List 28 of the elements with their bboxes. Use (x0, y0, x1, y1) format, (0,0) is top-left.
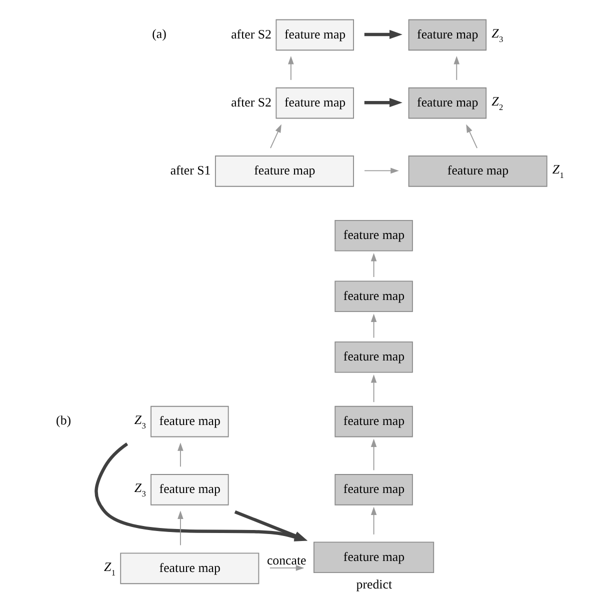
arrow (270, 124, 281, 149)
arrow (370, 252, 376, 278)
arrow (269, 565, 304, 571)
node-label: Z$_{3}$ (134, 481, 146, 499)
arrow (177, 442, 183, 468)
node-label: Z$_{3}$ (134, 413, 146, 431)
arrow (364, 168, 398, 174)
arrow (177, 510, 183, 546)
node-label: predict (356, 577, 392, 592)
arrow (466, 124, 478, 149)
arrow (453, 56, 460, 80)
arrow (370, 506, 376, 535)
node-label: after S1 (170, 164, 210, 178)
node-label: Z$_{1}$ (552, 162, 564, 180)
node-label: Z$_{1}$ (104, 560, 116, 578)
node-label: after S2 (230, 27, 271, 42)
arrow (288, 56, 294, 80)
arrow (370, 374, 376, 403)
edge-label: concate (266, 553, 306, 568)
arrow (370, 314, 376, 338)
node-label: Z$_{3}$ (491, 26, 503, 44)
label: (b) (56, 414, 71, 428)
node-label: Z$_{2}$ (491, 94, 503, 112)
arrow (364, 30, 402, 39)
arrow (370, 438, 376, 471)
node-label: after S2 (230, 95, 271, 110)
label: (a) (152, 26, 166, 41)
arrow (364, 98, 402, 108)
